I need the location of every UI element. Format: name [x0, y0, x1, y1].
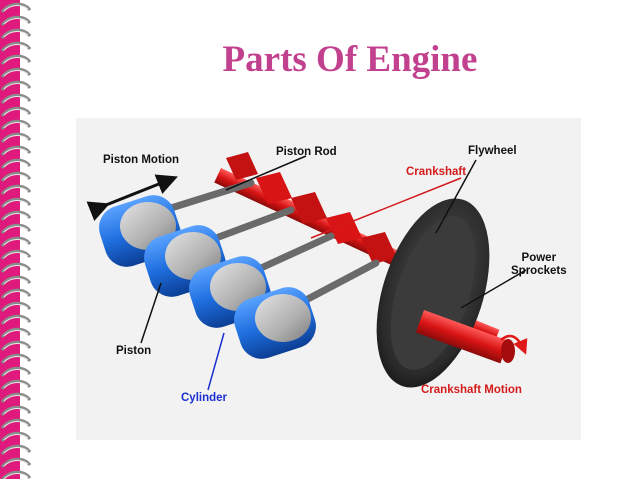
binding-ring [0, 457, 32, 469]
binding-ring [0, 353, 32, 365]
binding-ring [0, 54, 32, 66]
piston-rod-leader [225, 155, 307, 191]
binding-rings [0, 2, 32, 479]
label-power-line1: Power [521, 252, 557, 264]
binding-ring [0, 444, 32, 456]
label-piston-motion: Piston Motion [103, 154, 180, 166]
binding-ring [0, 41, 32, 53]
binding-ring [0, 392, 32, 404]
page-title: Parts Of Engine [222, 39, 478, 80]
piston-rods [167, 179, 380, 304]
crankshaft-output [415, 310, 515, 364]
label-flywheel: Flywheel [468, 145, 517, 157]
cylinder-4 [234, 287, 316, 359]
label-power-sprockets: Power Sprockets [511, 252, 567, 278]
sprockets-leader [460, 269, 527, 309]
binding-ring [0, 470, 32, 479]
binding-ring [0, 418, 32, 430]
binding-ring [0, 275, 32, 287]
piston-leader [140, 282, 162, 344]
label-crankshaft-motion: Crankshaft Motion [421, 384, 522, 396]
label-cylinder: Cylinder [181, 392, 228, 404]
binding-ring [0, 223, 32, 235]
binding-ring [0, 158, 32, 170]
binding-ring [0, 262, 32, 274]
binding-ring [0, 249, 32, 261]
binding-ring [0, 28, 32, 40]
binding-ring [0, 67, 32, 79]
engine-diagram: Piston Motion Piston Rod Crankshaft Flyw… [76, 118, 581, 440]
binding-ring [0, 301, 32, 313]
binding-ring [0, 197, 32, 209]
binding-ring [0, 171, 32, 183]
label-crankshaft: Crankshaft [406, 166, 467, 178]
binding-ring [0, 106, 32, 118]
binding-ring [0, 132, 32, 144]
binding-ring [0, 15, 32, 27]
label-piston-rod: Piston Rod [276, 146, 337, 158]
label-power-line2: Sprockets [511, 265, 567, 277]
binding-ring [0, 288, 32, 300]
binding-ring [0, 379, 32, 391]
flywheel-leader [435, 159, 477, 234]
spiral-binding [0, 0, 32, 479]
crankshaft-leader [310, 177, 462, 239]
engine-illustration [86, 152, 528, 391]
binding-ring [0, 93, 32, 105]
binding-ring [0, 210, 32, 222]
binding-ring [0, 366, 32, 378]
cylinder-leader [207, 332, 225, 391]
binding-ring [0, 431, 32, 443]
binding-ring [0, 184, 32, 196]
crankshaft-motion-arrow [500, 334, 528, 355]
label-piston: Piston [116, 345, 152, 357]
binding-ring [0, 340, 32, 352]
piston-motion-arrow [86, 174, 178, 221]
binding-ring [0, 327, 32, 339]
binding-ring [0, 405, 32, 417]
binding-ring [0, 314, 32, 326]
binding-ring [0, 145, 32, 157]
binding-ring [0, 236, 32, 248]
binding-ring [0, 2, 32, 14]
binding-ring [0, 119, 32, 131]
binding-ring [0, 80, 32, 92]
